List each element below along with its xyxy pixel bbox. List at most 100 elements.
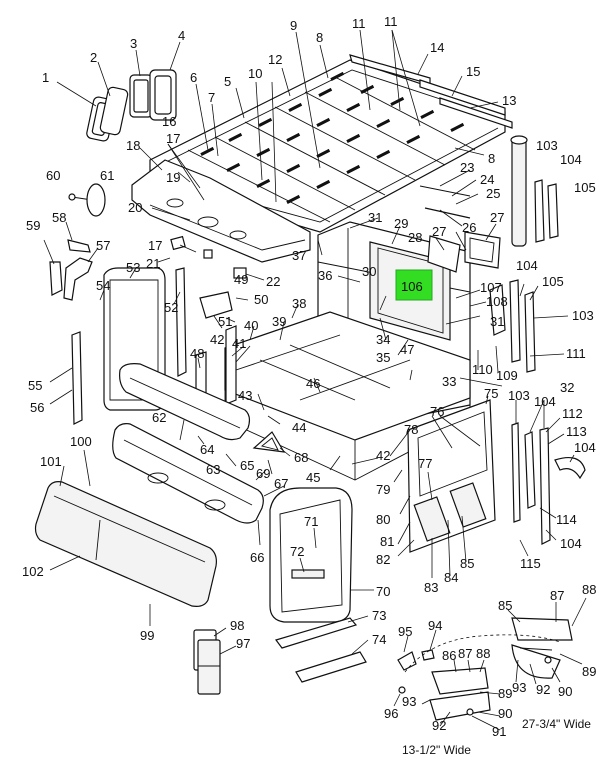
- note-width-large: 27-3/4" Wide: [522, 717, 591, 731]
- roof-ribs: [200, 71, 465, 204]
- callout-74: 74: [372, 632, 386, 647]
- callout-39: 39: [272, 314, 286, 329]
- callout-9: 9: [290, 18, 297, 33]
- callout-51: 51: [218, 314, 232, 329]
- callout-67: 67: [274, 476, 288, 491]
- callout-11b: 11: [384, 14, 398, 29]
- callout-64: 64: [200, 442, 214, 457]
- windshield: [34, 481, 217, 607]
- callout-34: 34: [376, 332, 390, 347]
- callout-6: 6: [190, 70, 197, 85]
- callout-88b: 88: [582, 582, 596, 597]
- callout-32: 32: [560, 380, 574, 395]
- callout-8: 8: [316, 30, 323, 45]
- callout-108: 108: [486, 294, 508, 309]
- callout-72: 72: [290, 544, 304, 559]
- size-notes: 27-3/4" Wide 13-1/2" Wide: [402, 717, 591, 757]
- callout-79: 79: [376, 482, 390, 497]
- callout-28: 28: [408, 230, 422, 245]
- callout-96: 96: [384, 706, 398, 721]
- vent-window: [193, 629, 221, 695]
- callout-83: 83: [424, 580, 438, 595]
- callout-89: 89: [498, 686, 512, 701]
- cowl-panel: [112, 423, 264, 524]
- callout-37: 37: [292, 248, 306, 263]
- callout-43: 43: [238, 388, 252, 403]
- callout-2: 2: [90, 50, 97, 65]
- callout-46: 46: [306, 376, 320, 391]
- callout-111: 111: [566, 346, 586, 361]
- callout-13: 13: [502, 93, 516, 108]
- callout-22: 22: [266, 274, 280, 289]
- callout-65: 65: [240, 458, 254, 473]
- callout-103b: 103: [572, 308, 594, 323]
- callout-3: 3: [130, 36, 137, 51]
- callout-73: 73: [372, 608, 386, 623]
- callout-24: 24: [480, 172, 494, 187]
- callout-98: 98: [230, 618, 244, 633]
- left-small-parts: [49, 235, 247, 301]
- callout-95: 95: [398, 624, 412, 639]
- callout-78: 78: [404, 422, 418, 437]
- callout-75: 75: [484, 386, 498, 401]
- callout-27b: 27: [432, 224, 446, 239]
- callout-92b: 92: [536, 682, 550, 697]
- callout-104d: 104: [574, 440, 596, 455]
- callout-87: 87: [458, 646, 472, 661]
- callout-17b: 17: [148, 238, 162, 253]
- callout-113: 113: [566, 424, 587, 439]
- callout-56: 56: [30, 400, 44, 415]
- roof-panel: [149, 59, 506, 233]
- callout-87b: 87: [550, 588, 564, 603]
- callout-81: 81: [380, 534, 394, 549]
- callout-100: 100: [70, 434, 92, 449]
- callout-11: 11: [352, 16, 366, 31]
- callout-15: 15: [466, 64, 480, 79]
- callout-23: 23: [460, 160, 474, 175]
- callout-25: 25: [486, 186, 500, 201]
- callout-44: 44: [292, 420, 306, 435]
- callout-53: 53: [126, 260, 140, 275]
- callout-35: 35: [376, 350, 390, 365]
- callout-71: 71: [304, 514, 318, 529]
- callout-31: 31: [368, 210, 382, 225]
- callout-93: 93: [402, 694, 416, 709]
- callout-90: 90: [498, 706, 512, 721]
- callout-14: 14: [430, 40, 444, 55]
- callout-31b: 31: [490, 314, 504, 329]
- callout-17: 17: [166, 131, 180, 146]
- triangle-bracket-68: [252, 431, 286, 453]
- right-door: [407, 399, 496, 553]
- callout-52: 52: [164, 300, 178, 315]
- callout-103: 103: [536, 138, 558, 153]
- callout-55: 55: [28, 378, 42, 393]
- callout-45: 45: [306, 470, 320, 485]
- knob-60-61: [68, 183, 106, 217]
- highlighted-part-106[interactable]: 106: [395, 269, 433, 301]
- callout-18: 18: [126, 138, 140, 153]
- callout-89b: 89: [582, 664, 596, 679]
- callout-1: 1: [42, 70, 49, 85]
- door-frame-70: [269, 487, 353, 623]
- callout-82: 82: [376, 552, 390, 567]
- callout-70: 70: [376, 584, 390, 599]
- highlight-box[interactable]: [395, 269, 433, 301]
- callout-26: 26: [462, 220, 476, 235]
- callout-36: 36: [318, 268, 332, 283]
- callout-91: 91: [492, 724, 506, 739]
- callout-30: 30: [362, 264, 376, 279]
- leader-lines: [43, 29, 587, 731]
- callout-90b: 90: [558, 684, 572, 699]
- callout-94: 94: [428, 618, 442, 633]
- callout-20: 20: [128, 200, 142, 215]
- upper-right-parts: [419, 135, 559, 273]
- callout-107: 107: [480, 280, 502, 295]
- right-side-rails: [511, 422, 586, 545]
- callout-49: 49: [234, 272, 248, 287]
- callout-88: 88: [476, 646, 490, 661]
- instrument-panel: [119, 363, 251, 441]
- callout-60: 60: [46, 168, 60, 183]
- callout-110: 110: [472, 362, 493, 377]
- callout-85b: 85: [498, 598, 512, 613]
- header-panel: [131, 159, 311, 263]
